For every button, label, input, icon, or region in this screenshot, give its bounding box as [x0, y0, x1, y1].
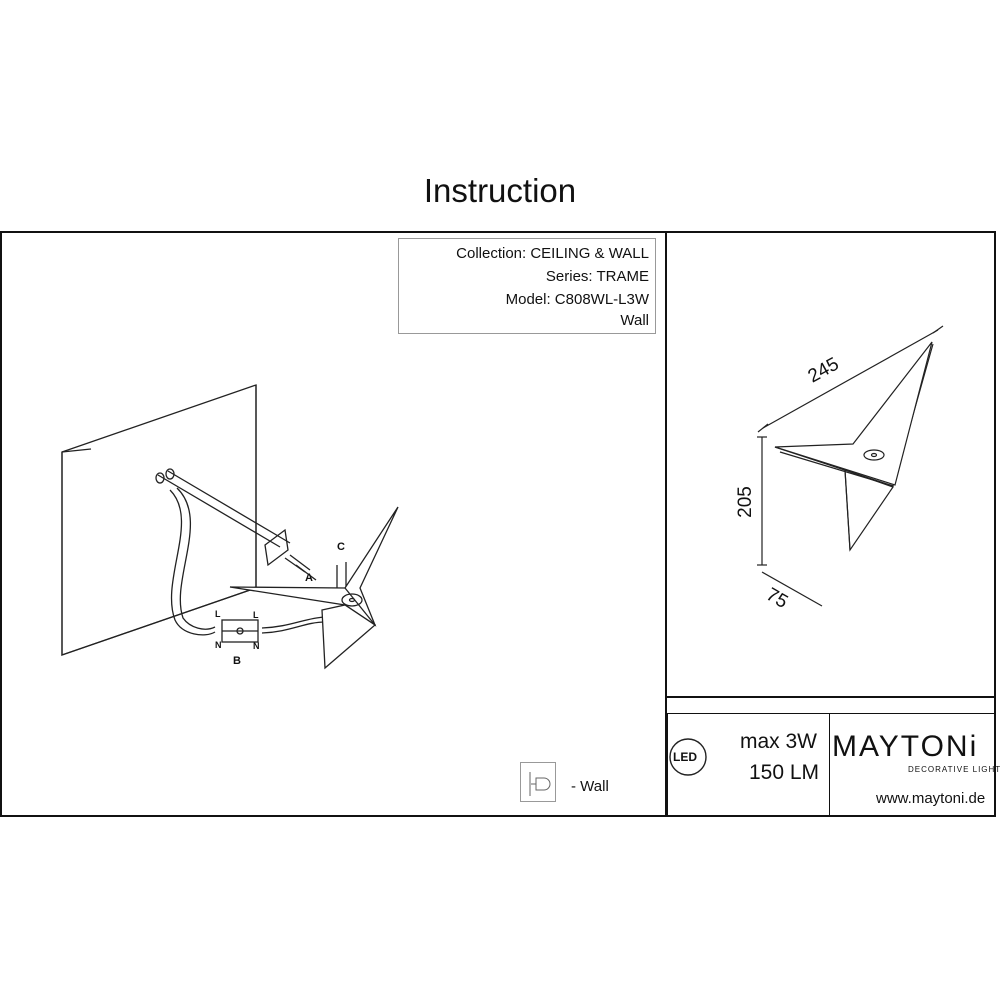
installation-drawing — [61, 384, 399, 670]
led-label: LED — [673, 750, 697, 764]
dimension-height: 205 — [734, 486, 756, 518]
wall-legend-label: - Wall — [571, 778, 609, 795]
wall-icon-drawing — [529, 772, 551, 796]
led-badge — [669, 738, 707, 776]
brand-logo: MAYTONi — [832, 730, 979, 763]
power-spec: max 3W — [740, 730, 818, 753]
wall-mount-icon — [520, 762, 556, 802]
label-l-right: L — [253, 610, 259, 620]
spec-divider-2 — [829, 713, 830, 817]
instruction-frame — [0, 231, 996, 817]
label-b: B — [233, 655, 241, 667]
spec-divider-1 — [667, 713, 668, 817]
product-info-box: Collection: CEILING & WALL Series: TRAME… — [398, 238, 656, 334]
collection-label: Collection: CEILING & WALL — [456, 245, 649, 262]
label-n-right: N — [253, 641, 260, 651]
model-label: Model: C808WL-L3W — [505, 291, 649, 308]
type-label: Wall — [620, 312, 649, 329]
brand-tagline: DECORATIVE LIGHTING — [908, 765, 1000, 774]
label-l-left: L — [215, 609, 221, 619]
frame-divider-vertical — [665, 233, 667, 815]
page-title: Instruction — [423, 172, 577, 209]
spec-table-top — [666, 713, 996, 714]
frame-divider-horizontal — [665, 696, 996, 698]
label-a: A — [305, 572, 313, 584]
label-n-left: N — [215, 640, 222, 650]
label-c: C — [337, 541, 345, 553]
lumens-spec: 150 LM — [749, 761, 820, 784]
series-label: Series: TRAME — [545, 268, 649, 285]
dimension-drawing — [757, 325, 944, 607]
website-link[interactable]: www.maytoni.de — [876, 790, 986, 807]
